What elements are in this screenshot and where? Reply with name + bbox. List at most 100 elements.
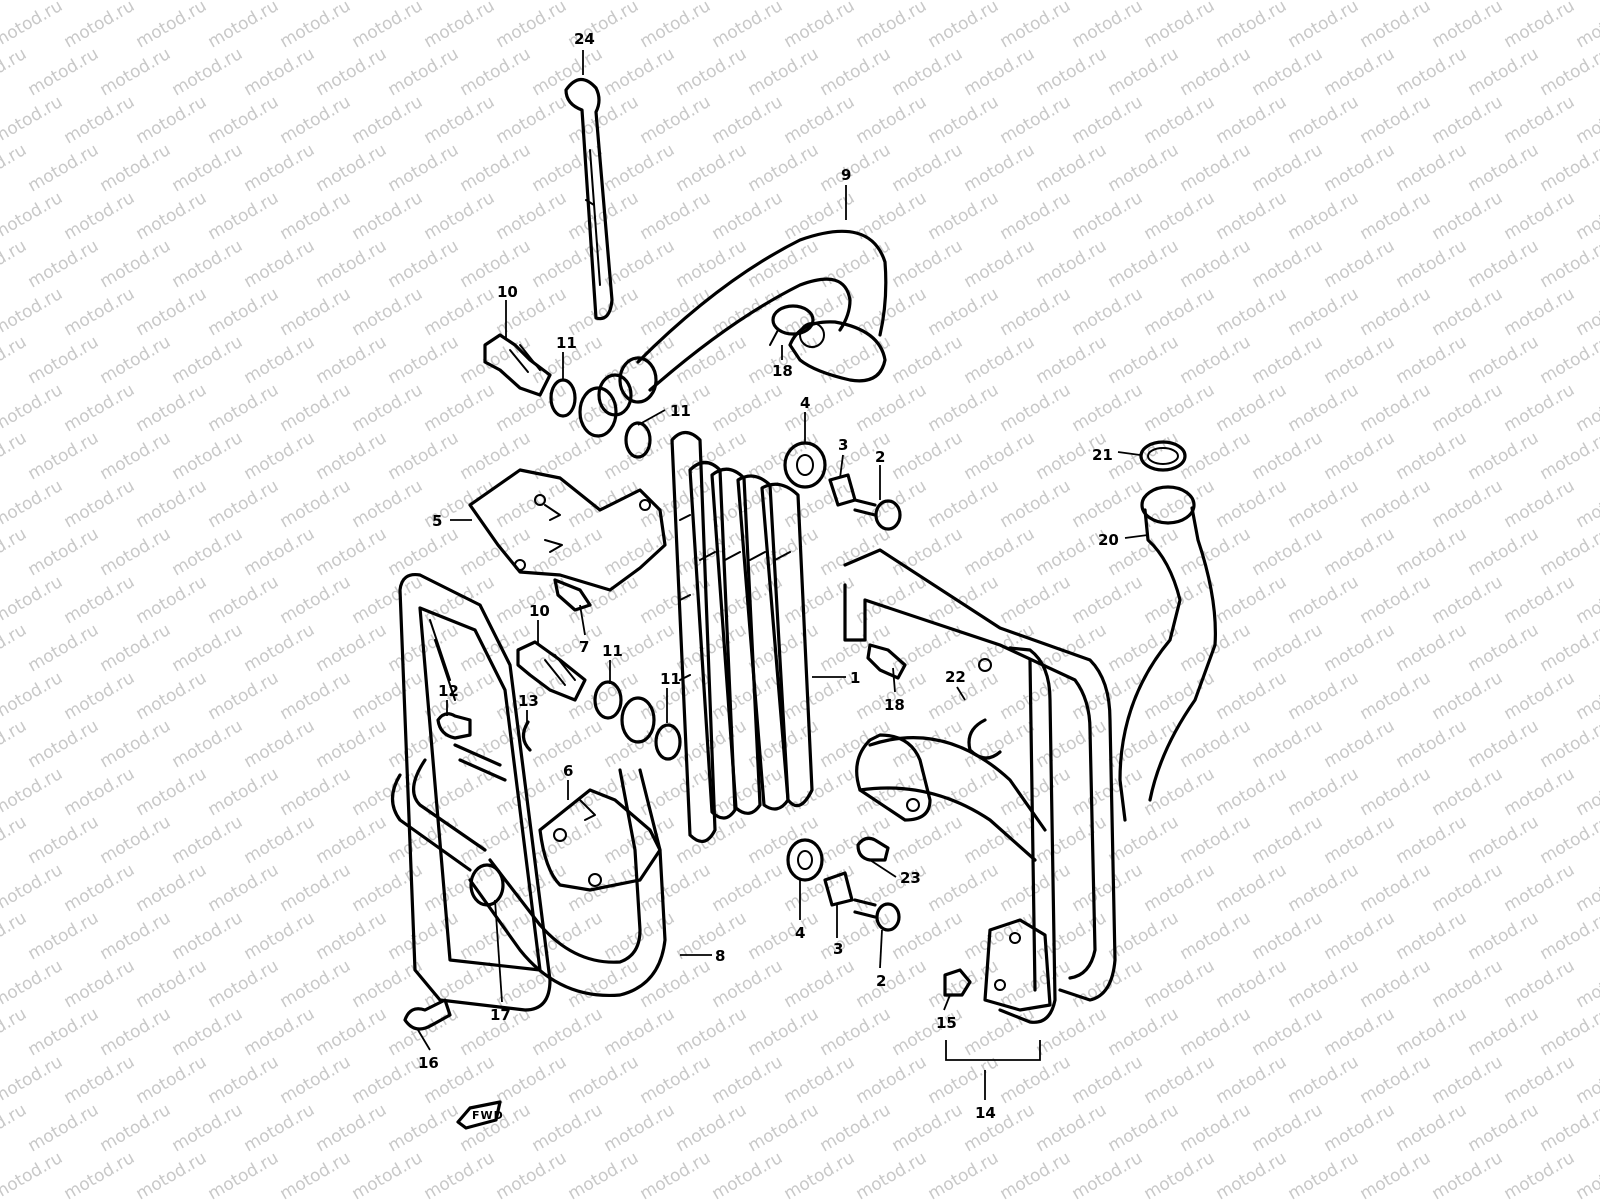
watermark-text: motod.ru [97,620,175,676]
watermark-text: motod.ru [61,956,139,1012]
watermark-text: motod.ru [133,0,211,52]
watermark-text: motod.ru [1321,140,1399,196]
watermark-text: motod.ru [0,1100,30,1156]
watermark-text: motod.ru [97,44,175,100]
watermark-text: motod.ru [421,1148,499,1200]
watermark-text: motod.ru [889,140,967,196]
callout-10-lower: 10 [529,602,550,620]
watermark-text: motod.ru [0,1052,66,1108]
watermark-text: motod.ru [1537,44,1600,100]
watermark-text: motod.ru [133,284,211,340]
watermark-text: motod.ru [565,284,643,340]
watermark-text: motod.ru [349,572,427,628]
watermark-text: motod.ru [853,956,931,1012]
watermark-text: motod.ru [601,44,679,100]
watermark-text: motod.ru [1285,1148,1363,1200]
watermark-text: motod.ru [1105,812,1183,868]
watermark-text: motod.ru [997,476,1075,532]
part-upper-bracket-plate [468,468,667,592]
watermark-text: motod.ru [1249,0,1327,4]
part-bracket-bolt [553,578,592,612]
watermark-text: motod.ru [1033,332,1111,388]
watermark-text: motod.ru [673,0,751,4]
watermark-text: motod.ru [1465,0,1543,4]
watermark-text: motod.ru [277,476,355,532]
watermark-text: motod.ru [241,620,319,676]
watermark-text: motod.ru [349,0,427,52]
watermark-text: motod.ru [745,620,823,676]
watermark-text: motod.ru [1105,332,1183,388]
watermark-text: motod.ru [565,1052,643,1108]
watermark-text: motod.ru [25,716,103,772]
watermark-text: motod.ru [709,1148,787,1200]
watermark-text: motod.ru [1105,620,1183,676]
watermark-text: motod.ru [277,380,355,436]
watermark-text: motod.ru [1069,0,1147,52]
watermark-text: motod.ru [169,716,247,772]
watermark-text: motod.ru [169,332,247,388]
watermark-text: motod.ru [1141,380,1219,436]
watermark-text: motod.ru [781,92,859,148]
watermark-text: motod.ru [169,1196,247,1200]
watermark-text: motod.ru [1105,1100,1183,1156]
watermark-text: motod.ru [1357,476,1435,532]
watermark-text: motod.ru [1357,0,1435,52]
watermark-text: motod.ru [1357,668,1435,724]
watermark-text: motod.ru [529,908,607,964]
watermark-text: motod.ru [25,908,103,964]
callout-20: 20 [1098,531,1119,549]
watermark-text: motod.ru [637,284,715,340]
watermark-text: motod.ru [1069,1052,1147,1108]
watermark-text: motod.ru [1105,1196,1183,1200]
watermark-text: motod.ru [1069,1148,1147,1200]
watermark-text: motod.ru [25,524,103,580]
watermark-text: motod.ru [1465,620,1543,676]
watermark-text: motod.ru [889,1004,967,1060]
watermark-text: motod.ru [493,188,571,244]
watermark-text: motod.ru [1249,428,1327,484]
watermark-text: motod.ru [97,332,175,388]
watermark-text: motod.ru [25,1004,103,1060]
watermark-text: motod.ru [1465,1004,1543,1060]
watermark-text: motod.ru [241,140,319,196]
watermark-text: motod.ru [25,812,103,868]
watermark-text: motod.ru [1465,1196,1543,1200]
watermark-text: motod.ru [349,188,427,244]
part-gasket-washers-upper [549,378,652,459]
watermark-text: motod.ru [25,1100,103,1156]
watermark-text: motod.ru [1177,1196,1255,1200]
watermark-text: motod.ru [1213,764,1291,820]
watermark-text: motod.ru [1429,0,1507,52]
watermark-text: motod.ru [1033,812,1111,868]
watermark-text: motod.ru [1285,572,1363,628]
watermark-text: motod.ru [1393,716,1471,772]
watermark-text: motod.ru [1213,284,1291,340]
watermark-text: motod.ru [925,860,1003,916]
watermark-text: motod.ru [421,860,499,916]
watermark-text: motod.ru [637,188,715,244]
watermark-text: motod.ru [709,380,787,436]
watermark-text: motod.ru [421,92,499,148]
part-union-bolt-upper [483,333,552,397]
watermark-text: motod.ru [97,812,175,868]
watermark-text: motod.ru [1537,236,1600,292]
watermark-text: motod.ru [0,476,66,532]
watermark-text: motod.ru [1501,476,1579,532]
watermark-text: motod.ru [169,0,247,4]
watermark-text: motod.ru [601,1196,679,1200]
watermark-text: motod.ru [1069,860,1147,916]
watermark-text: motod.ru [1105,428,1183,484]
watermark-text: motod.ru [1465,716,1543,772]
watermark-text: motod.ru [1249,140,1327,196]
watermark-text: motod.ru [205,476,283,532]
watermark-text: motod.ru [133,380,211,436]
watermark-text: motod.ru [709,1052,787,1108]
callout-24: 24 [574,30,595,48]
watermark-text: motod.ru [61,284,139,340]
watermark-text: motod.ru [1321,524,1399,580]
part-bolt-23 [856,836,890,862]
watermark-text: motod.ru [61,1052,139,1108]
watermark-text: motod.ru [313,428,391,484]
watermark-text: motod.ru [97,1196,175,1200]
